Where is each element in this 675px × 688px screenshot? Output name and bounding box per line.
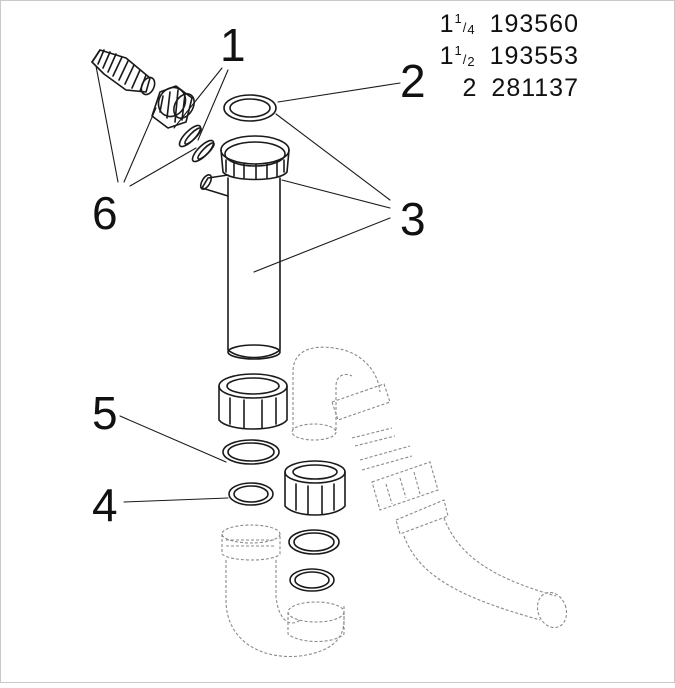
part-number: 281137 <box>491 74 579 102</box>
trap-assembly-ghost <box>221 346 568 658</box>
slip-nut-middle <box>284 460 346 516</box>
part-row-1: 11/4 193560 <box>428 10 579 39</box>
hose-barb-elbow <box>91 49 156 96</box>
callout-3: 3 <box>400 193 426 245</box>
washer-4 <box>228 482 274 506</box>
washers-right <box>288 529 340 592</box>
part-size: 11/4 <box>439 10 476 38</box>
small-washers <box>178 124 215 163</box>
top-washer <box>223 94 277 122</box>
callout-5: 5 <box>92 387 118 439</box>
callout-4: 4 <box>92 479 118 531</box>
slip-nut-small <box>151 85 195 129</box>
part-row-2: 11/2 193553 <box>428 42 579 71</box>
leader-lines <box>95 65 401 503</box>
callout-6: 6 <box>92 187 118 239</box>
part-number: 193553 <box>489 42 579 70</box>
part-size: 2 <box>462 74 478 102</box>
part-row-3: 2 281137 <box>429 74 579 103</box>
slip-nut-left <box>218 373 288 430</box>
branch-tailpiece <box>199 135 290 360</box>
part-size: 11/2 <box>439 42 476 70</box>
callout-1: 1 <box>220 19 246 71</box>
washer-5 <box>222 439 280 465</box>
part-number: 193560 <box>489 10 579 38</box>
callout-2: 2 <box>400 55 426 107</box>
